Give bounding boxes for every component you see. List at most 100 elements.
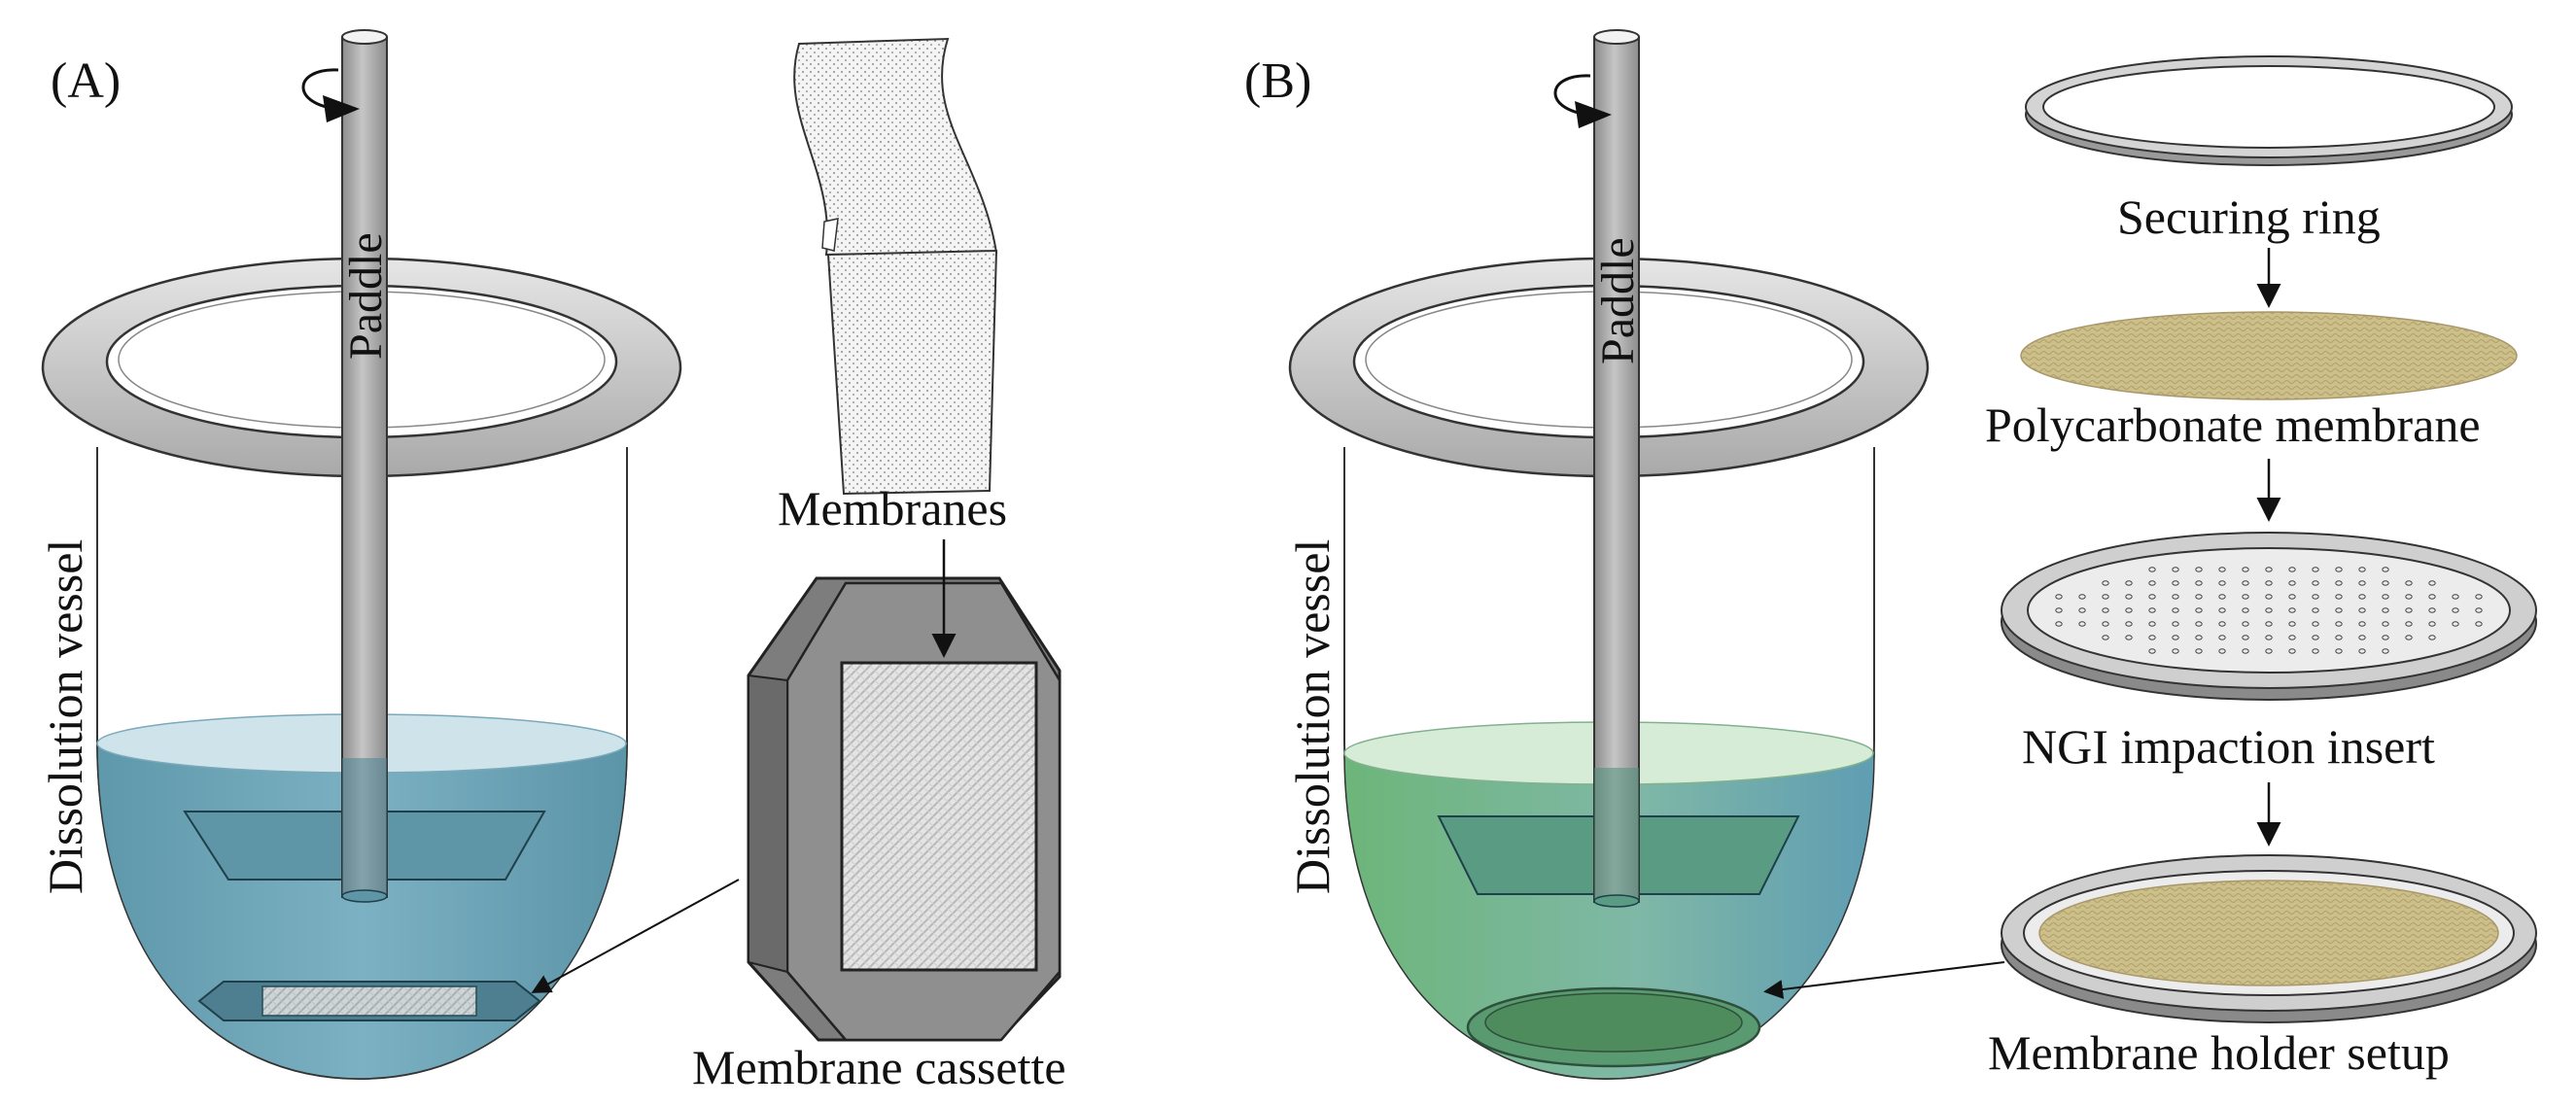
insert-hole [2312, 607, 2319, 613]
insert-hole [2195, 594, 2203, 600]
insert-hole [2218, 621, 2226, 627]
insert-hole [2125, 594, 2133, 600]
insert-hole [2288, 635, 2296, 640]
insert-hole [2242, 607, 2249, 613]
cassette-in-vessel-a [197, 981, 541, 1021]
panel-b-tag: (B) [1244, 53, 1311, 109]
insert-hole [2382, 635, 2389, 640]
insert-hole [2195, 580, 2203, 586]
insert-hole [2242, 621, 2249, 627]
insert-hole [2288, 648, 2296, 654]
insert-hole [2148, 567, 2156, 572]
holder-label: Membrane holder setup [1988, 1025, 2450, 1080]
insert-hole [2335, 635, 2343, 640]
insert-hole [2265, 621, 2273, 627]
insert-hole [2335, 594, 2343, 600]
insert-hole [2358, 594, 2366, 600]
insert-hole [2102, 594, 2109, 600]
insert-hole [2382, 567, 2389, 572]
insert-hole [2172, 580, 2179, 586]
insert-hole [2265, 635, 2273, 640]
insert-hole [2078, 621, 2086, 627]
insert-hole [2055, 594, 2063, 600]
insert-hole [2265, 567, 2273, 572]
insert-hole [2242, 635, 2249, 640]
insert-hole [2312, 580, 2319, 586]
insert-hole [2148, 648, 2156, 654]
membranes-label: Membranes [778, 481, 1007, 536]
insert-hole [2195, 621, 2203, 627]
insert-hole [2405, 580, 2413, 586]
insert-hole [2148, 580, 2156, 586]
insert-hole [2358, 580, 2366, 586]
insert-hole [2218, 567, 2226, 572]
membrane-cassette [747, 576, 1062, 1042]
holder-in-vessel-b [1466, 986, 1761, 1068]
insert-hole [2125, 635, 2133, 640]
insert-hole [2428, 580, 2436, 586]
paddle-shaft-b [1593, 29, 1640, 908]
insert-hole [2148, 621, 2156, 627]
holder-pointer-line [1763, 961, 2005, 999]
insert-hole [2335, 648, 2343, 654]
insert-hole [2172, 635, 2179, 640]
insert-hole [2405, 594, 2413, 600]
insert-hole [2335, 607, 2343, 613]
rotation-arrow-icon-a [301, 68, 360, 122]
insert-hole [2475, 594, 2483, 600]
insert-hole [2172, 594, 2179, 600]
insert-hole [2475, 621, 2483, 627]
paddle-label-b: Paddle [1592, 237, 1644, 364]
insert-hole [2265, 607, 2273, 613]
insert-hole [2242, 594, 2249, 600]
insert-hole [2335, 567, 2343, 572]
insert-hole [2125, 607, 2133, 613]
insert-hole [2218, 594, 2226, 600]
insert-hole [2218, 648, 2226, 654]
insert-hole [2055, 621, 2063, 627]
insert-hole [2405, 621, 2413, 627]
insert-hole [2312, 594, 2319, 600]
insert-hole [2452, 607, 2459, 613]
insert-hole [2288, 580, 2296, 586]
insert-hole [2358, 607, 2366, 613]
insert-hole [2102, 607, 2109, 613]
insert-hole [2312, 648, 2319, 654]
insert-hole [2218, 580, 2226, 586]
insert-hole [2265, 648, 2273, 654]
insert-hole [2288, 607, 2296, 613]
insert-hole [2148, 607, 2156, 613]
insert-hole [2242, 567, 2249, 572]
insert-hole [2242, 648, 2249, 654]
insert-hole [2102, 635, 2109, 640]
cassette-label: Membrane cassette [692, 1040, 1066, 1094]
insert-hole [2265, 580, 2273, 586]
securing-ring-label: Securing ring [2117, 190, 2381, 244]
insert-hole [2405, 607, 2413, 613]
insert-hole [2288, 567, 2296, 572]
insert-hole [2382, 594, 2389, 600]
insert-hole [2242, 580, 2249, 586]
insert-hole [2335, 621, 2343, 627]
insert-hole [2382, 621, 2389, 627]
panel-a-tag: (A) [51, 53, 121, 109]
vessel-label-b: Dissolution vessel [1285, 539, 1340, 894]
insert-hole [2358, 648, 2366, 654]
insert-hole [2452, 594, 2459, 600]
insert-hole [2195, 567, 2203, 572]
insert-hole [2358, 635, 2366, 640]
insert-hole [2312, 635, 2319, 640]
insert-hole [2428, 635, 2436, 640]
insert-hole [2218, 607, 2226, 613]
insert-hole [2172, 567, 2179, 572]
insert-hole [2218, 635, 2226, 640]
insert-hole [2195, 607, 2203, 613]
insert-hole [2288, 621, 2296, 627]
rotation-arrow-icon-b [1553, 74, 1612, 128]
insert-hole [2382, 607, 2389, 613]
insert-hole [2405, 635, 2413, 640]
insert-hole [2428, 607, 2436, 613]
insert-hole [2452, 621, 2459, 627]
insert-hole-grid [2055, 567, 2483, 654]
